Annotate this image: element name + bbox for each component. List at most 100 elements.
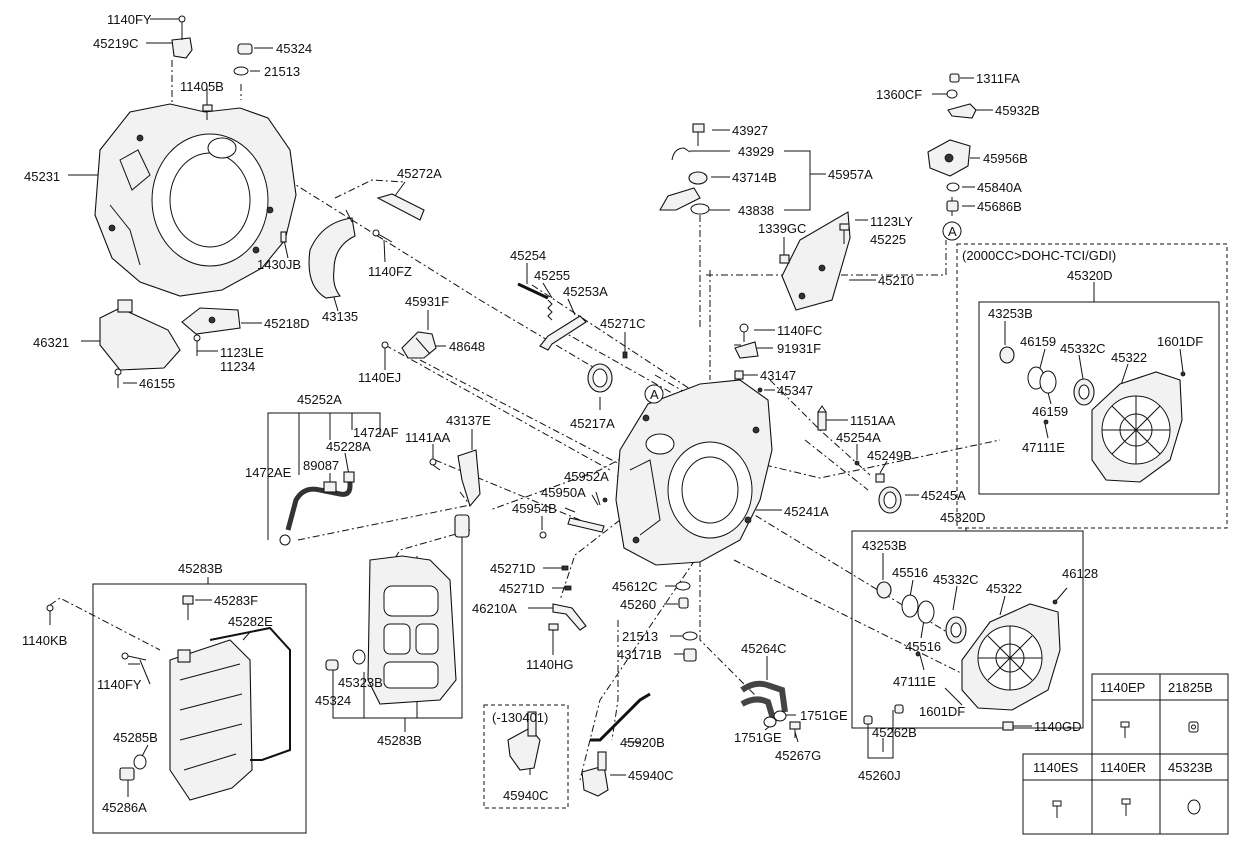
clip-45952A — [602, 497, 608, 503]
bolt-1140KB — [46, 604, 54, 622]
label-45954B: 45954B — [512, 501, 557, 516]
label-45323B-mid: 45323B — [338, 675, 383, 690]
cover-43137E — [457, 449, 481, 508]
pin-45254 — [517, 282, 549, 300]
bolt-1140FC — [739, 323, 749, 342]
plug-45262B-a — [863, 715, 873, 725]
label-43137E: 43137E — [446, 413, 491, 428]
valve-body-45283B — [367, 555, 457, 705]
label-1311FA: 1311FA — [976, 71, 1020, 86]
label-45516-a: 45516 — [892, 565, 928, 580]
spring-45255 — [547, 299, 553, 321]
label-45241A: 45241A — [784, 504, 829, 519]
label-45840A: 45840A — [977, 180, 1022, 195]
bracket-91931F — [734, 341, 759, 359]
part-labels: 1140FY 45219C 45324 21513 11405B 45231 4… — [22, 12, 1213, 815]
oil-filter-46321 — [99, 299, 181, 371]
washer-21513-mid — [682, 631, 698, 641]
label-45324-top: 45324 — [276, 41, 312, 56]
rear-cover-45322-top — [1091, 371, 1183, 483]
plug-1601DF-top — [1180, 371, 1186, 377]
label-45283B-low: 45283B — [377, 733, 422, 748]
bolt-icon — [1121, 798, 1131, 816]
spec-variant-box — [956, 243, 1228, 529]
washer-21513 — [233, 66, 249, 76]
date-variant-box — [483, 704, 569, 809]
transaxle-housing-45231 — [94, 103, 297, 297]
bracket-45931F — [401, 331, 437, 359]
label-46210A: 46210A — [472, 601, 517, 616]
bolt-1140EJ — [381, 341, 389, 358]
nut-1311FA — [949, 73, 960, 83]
pin-45950A — [591, 494, 599, 506]
bolt-icon — [1120, 721, 1130, 738]
label-45245A: 45245A — [921, 488, 966, 503]
bolt-1140GD — [1002, 721, 1022, 731]
label-1601DF-mid: 1601DF — [919, 704, 965, 719]
transmission-case-45241A — [615, 379, 773, 566]
label-1123LE: 1123LE — [220, 345, 264, 360]
rear-cover-45322-mid — [961, 603, 1061, 711]
label-45210: 45210 — [878, 273, 914, 288]
seal-45332C-mid — [945, 616, 967, 644]
label-45218D: 45218D — [264, 316, 310, 331]
legend-header-1140EP: 1140EP — [1100, 680, 1145, 695]
bolt-43927 — [692, 123, 705, 146]
bolt-1123LE — [193, 334, 201, 356]
label-1430JB: 1430JB — [257, 257, 301, 272]
plug-45260 — [678, 597, 689, 609]
bracket-45210 — [781, 211, 851, 311]
nut-icon — [1188, 721, 1199, 733]
o-ring-45516-b — [917, 600, 935, 624]
bolt-1141AA — [429, 458, 441, 471]
bolt-icon — [1052, 800, 1062, 818]
o-ring-45612C — [675, 581, 691, 591]
plug-45324-mid — [325, 659, 339, 671]
valve-body-cover — [169, 639, 253, 801]
washer-1360CF — [946, 89, 958, 99]
plug-43147 — [734, 370, 744, 380]
pipe-45264C — [740, 680, 788, 723]
label-45249B: 45249B — [867, 448, 912, 463]
label-91931F: 91931F — [777, 341, 821, 356]
label-1151AA: 1151AA — [850, 413, 896, 428]
label-45612C: 45612C — [612, 579, 658, 594]
label-45322-top: 45322 — [1111, 350, 1147, 365]
label-45932B: 45932B — [995, 103, 1040, 118]
oil-guide-43135 — [308, 209, 356, 299]
label-45957A: 45957A — [828, 167, 873, 182]
pin-47111E-mid — [915, 651, 921, 657]
rear-cover-subassembly-box-top — [978, 301, 1220, 495]
label-21513-mid: 21513 — [622, 629, 658, 644]
label-43135: 43135 — [322, 309, 358, 324]
label-45228A: 45228A — [326, 439, 371, 454]
o-ring-45516-a — [901, 594, 919, 618]
label-45219C: 45219C — [93, 36, 139, 51]
circle-a-marker-mid — [644, 384, 664, 404]
bolt-45283F — [182, 595, 194, 620]
label-45324-mid: 45324 — [315, 693, 351, 708]
label-1140FZ: 1140FZ — [368, 264, 412, 279]
bolt-45954B-small — [539, 531, 547, 539]
bracket-45219C — [171, 15, 193, 59]
plug-45249B — [875, 473, 885, 483]
label-45217A: 45217A — [570, 416, 615, 431]
label-45254: 45254 — [510, 248, 546, 263]
label-45931F: 45931F — [405, 294, 449, 309]
label-45271C: 45271C — [600, 316, 646, 331]
label-1140FY-low: 1140FY — [97, 677, 142, 692]
label-45255: 45255 — [534, 268, 570, 283]
plug-45324 — [237, 43, 253, 55]
legend-header-45323B: 45323B — [1168, 760, 1213, 775]
bearing-43253B-mid — [876, 581, 892, 599]
plug-45271D-b — [564, 585, 572, 591]
label-1472AF: 1472AF — [353, 425, 399, 440]
label-48648: 48648 — [449, 339, 485, 354]
label-45260J: 45260J — [858, 768, 901, 783]
o-ring-icon — [1187, 799, 1201, 815]
label-47111E-top: 47111E — [1022, 440, 1065, 455]
bolt-11405B — [202, 104, 213, 120]
lever-46210A — [552, 603, 587, 631]
label-45253A: 45253A — [563, 284, 608, 299]
bolt-1140FY-low — [121, 652, 147, 661]
